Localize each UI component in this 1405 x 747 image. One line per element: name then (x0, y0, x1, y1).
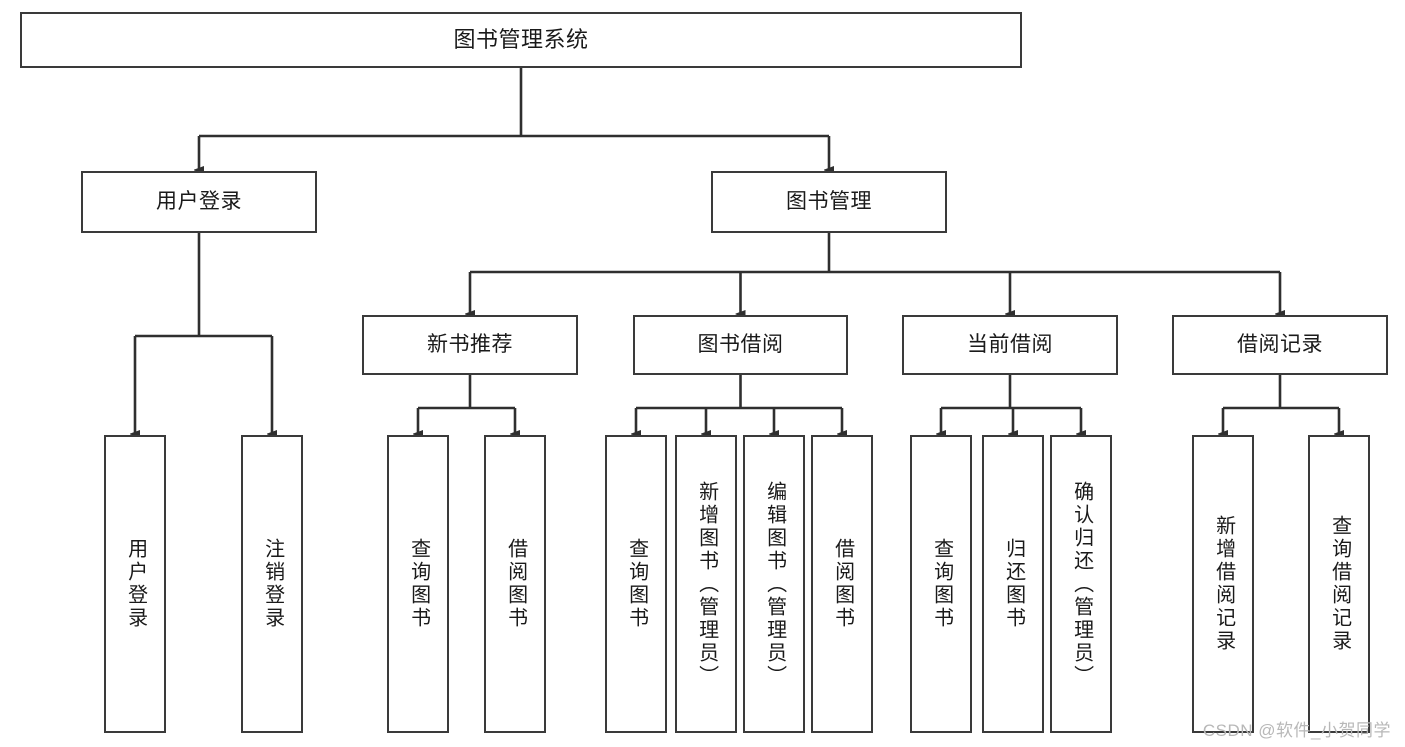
node-label: 编辑图书（管理员） (763, 480, 786, 688)
node-b_query[interactable]: 查询图书 (605, 435, 667, 733)
node-c_return[interactable]: 归还图书 (982, 435, 1044, 733)
node-c_query[interactable]: 查询图书 (910, 435, 972, 733)
node-records[interactable]: 借阅记录 (1172, 315, 1388, 375)
node-bookmgmt[interactable]: 图书管理 (711, 171, 947, 233)
node-label: 借阅图书 (504, 538, 527, 630)
node-label: 查询图书 (407, 538, 430, 630)
node-b_lend[interactable]: 借阅图书 (811, 435, 873, 733)
node-label: 新增借阅记录 (1212, 515, 1235, 653)
node-borrow[interactable]: 图书借阅 (633, 315, 848, 375)
node-b_edit[interactable]: 编辑图书（管理员） (743, 435, 805, 733)
node-label: 注销登录 (261, 538, 284, 630)
node-label: 查询图书 (930, 538, 953, 630)
node-n_query[interactable]: 查询图书 (387, 435, 449, 733)
node-n_borrow[interactable]: 借阅图书 (484, 435, 546, 733)
node-root[interactable]: 图书管理系统 (20, 12, 1022, 68)
node-label: 新书推荐 (427, 332, 513, 356)
node-newbook[interactable]: 新书推荐 (362, 315, 578, 375)
tree-connectors (135, 68, 1339, 434)
node-b_add[interactable]: 新增图书（管理员） (675, 435, 737, 733)
node-label: 图书管理 (786, 189, 872, 213)
node-c_confirm[interactable]: 确认归还（管理员） (1050, 435, 1112, 733)
node-label: 借阅图书 (831, 538, 854, 630)
node-label: 新增图书（管理员） (695, 480, 718, 688)
node-r_add[interactable]: 新增借阅记录 (1192, 435, 1254, 733)
node-label: 用户登录 (156, 189, 242, 213)
node-current[interactable]: 当前借阅 (902, 315, 1118, 375)
node-label: 查询图书 (625, 538, 648, 630)
node-label: 归还图书 (1002, 538, 1025, 630)
node-label: 借阅记录 (1237, 332, 1323, 356)
node-login[interactable]: 用户登录 (81, 171, 317, 233)
node-label: 用户登录 (124, 538, 147, 630)
node-label: 确认归还（管理员） (1070, 480, 1093, 688)
node-label: 当前借阅 (967, 332, 1053, 356)
node-label: 查询借阅记录 (1328, 515, 1351, 653)
node-label: 图书管理系统 (453, 27, 589, 53)
node-r_query[interactable]: 查询借阅记录 (1308, 435, 1370, 733)
node-l_logout[interactable]: 注销登录 (241, 435, 303, 733)
node-label: 图书借阅 (697, 332, 784, 356)
node-l_login[interactable]: 用户登录 (104, 435, 166, 733)
